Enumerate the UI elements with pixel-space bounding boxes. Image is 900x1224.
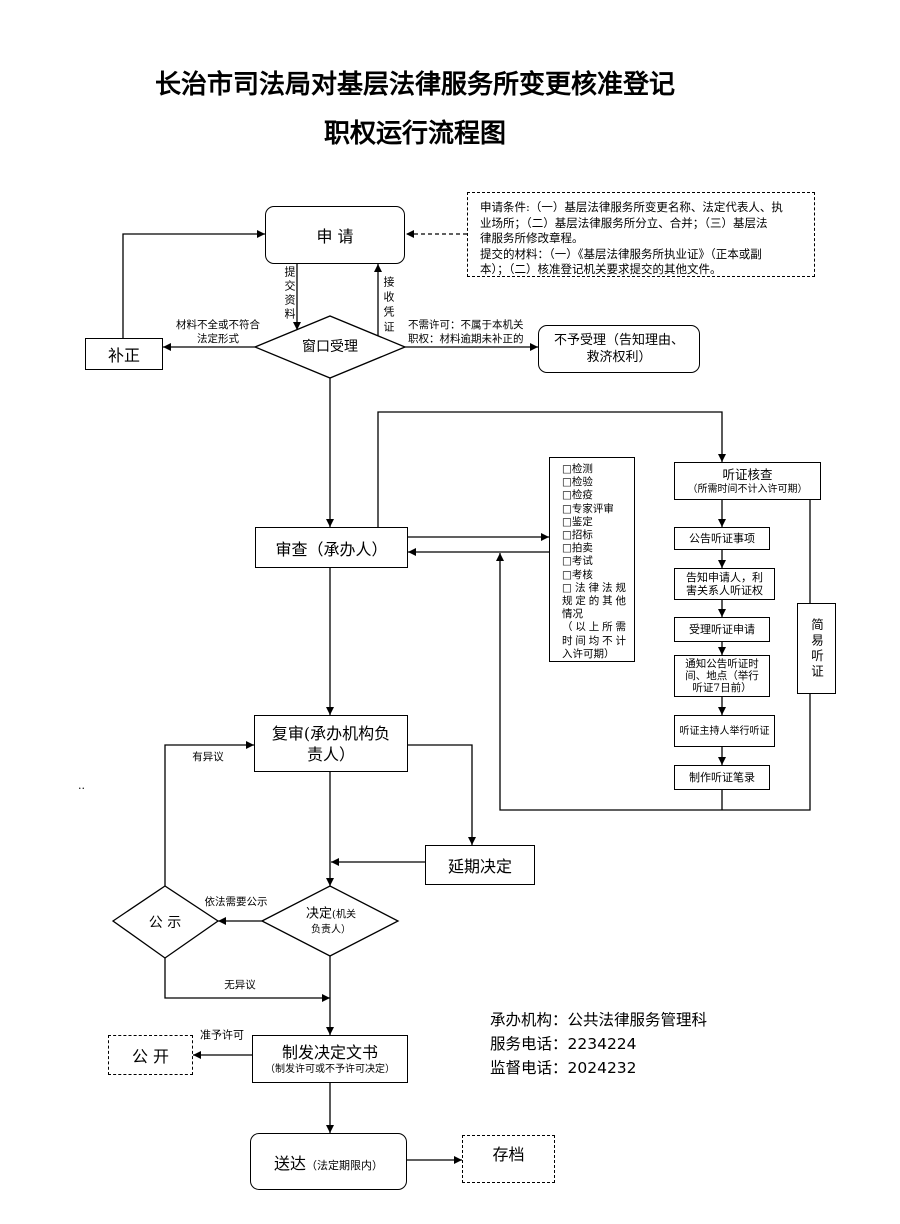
page-title: 长治市司法局对基层法律服务所变更核准登记 xyxy=(154,70,676,100)
correction-label: 补正 xyxy=(107,346,140,365)
margin-mark: .. xyxy=(78,779,85,792)
deliver-node: 送达（法定期限内） xyxy=(250,1133,407,1190)
hearing-step-label: 通知公告听证时 xyxy=(685,658,759,670)
service-phone-text: 服务电话：2234224 xyxy=(490,1035,637,1053)
not-accepted-label-line: 职权：材料逾期未补正的 xyxy=(408,333,524,345)
conditions-line: 本）；（二）核准登记机关要求提交的其他文件。 xyxy=(480,262,722,276)
grant-label: 准予许可 xyxy=(200,1028,244,1042)
receive-voucher-label: 接收凭证 xyxy=(382,276,395,336)
hearing-step-label: 受理听证申请 xyxy=(689,623,755,636)
procedure-item: □考试 xyxy=(562,555,593,568)
deliver-note: （法定期限内） xyxy=(306,1158,383,1172)
incomplete-label-line: 法定形式 xyxy=(197,332,239,345)
hearing-step-record: 制作听证笔录 xyxy=(674,765,770,790)
reject-node: 不予受理（告知理由、 救济权利） xyxy=(538,325,700,373)
issue-document-node: 制发决定文书 （制发许可或不予许可决定） xyxy=(252,1035,408,1083)
hearing-step-notify-rights: 告知申请人，利 害关系人听证权 xyxy=(674,568,775,600)
procedure-item: 入许可期） xyxy=(562,647,615,660)
window-accept-label: 窗口受理 xyxy=(302,339,358,355)
decision-diamond xyxy=(260,885,400,957)
procedure-item: □拍卖 xyxy=(562,542,593,555)
decision-main-label: 决定 xyxy=(306,906,333,922)
procedure-item: （以上所需 xyxy=(562,621,626,634)
apply-label: 申 请 xyxy=(316,227,354,246)
issue-document-note: （制发许可或不予许可决定） xyxy=(265,1063,395,1075)
procedure-item: □检验 xyxy=(562,476,593,489)
review-label: 审查（承办人） xyxy=(275,539,388,559)
procedure-item: □专家评审 xyxy=(562,502,614,515)
simple-hearing-label: 简易听证 xyxy=(809,617,824,680)
decision-note-label: (机关 xyxy=(332,909,356,921)
procedure-item: 情况 xyxy=(562,608,583,621)
not-accepted-label-line: 不需许可：不属于本机关 xyxy=(408,319,524,331)
arrow-hearing-return-to-review xyxy=(496,553,811,811)
hearing-step-label: 制作听证笔录 xyxy=(689,771,755,784)
issue-document-title: 制发决定文书 xyxy=(281,1042,378,1062)
extension-node: 延期决定 xyxy=(425,845,535,885)
hearing-step-hold: 听证主持人举行听证 xyxy=(674,715,775,747)
hearing-step-accept-request: 受理听证申请 xyxy=(674,617,770,642)
decision-label: 决定(机关 负责人） xyxy=(306,905,356,938)
simple-hearing-node: 简易听证 xyxy=(797,603,836,694)
correction-node: 补正 xyxy=(85,338,163,370)
second-review-label-line: 复审(承办机构负 xyxy=(271,723,391,743)
disclose-node: 公 开 xyxy=(108,1035,193,1075)
procedure-item: □法律法规 xyxy=(562,581,626,594)
hearing-step-label: 害关系人听证权 xyxy=(686,584,763,597)
no-objection-label: 无异议 xyxy=(224,978,256,991)
special-procedures-list: □检测 □检验 □检疫 □专家评审 □鉴定 □招标 □拍卖 □考试 □考核 □法… xyxy=(549,457,635,662)
conditions-line: 申请条件:（一）基层法律服务所变更名称、法定代表人、执 xyxy=(480,200,783,214)
procedure-item: □招标 xyxy=(562,529,593,542)
procedure-item: 时间均不计 xyxy=(562,634,626,647)
procedure-item: □鉴定 xyxy=(562,515,593,528)
reject-label-line: 不予受理（告知理由、 xyxy=(553,333,684,348)
arrow-second-review-to-extension xyxy=(408,744,476,845)
hearing-step-label: 听证主持人举行听证 xyxy=(679,725,770,737)
procedure-item: 规定的其他 xyxy=(562,595,626,608)
archive-label: 存档 xyxy=(492,1145,525,1164)
reject-label-line: 救济权利） xyxy=(586,350,652,365)
hearing-step-announce: 公告听证事项 xyxy=(674,527,770,550)
conditions-line: 律服务所修改章程。 xyxy=(480,231,584,245)
review-node: 审查（承办人） xyxy=(255,527,408,568)
hearing-step-label: 间、地点（举行 xyxy=(685,670,759,682)
publicity-required-label: 依法需要公示 xyxy=(204,895,268,908)
hearing-check-note: （所需时间不计入许可期） xyxy=(687,483,808,495)
hearing-step-label: 公告听证事项 xyxy=(689,532,755,545)
agency-text: 承办机构：公共法律服务管理科 xyxy=(490,1011,708,1029)
arrow-no-objection-to-main xyxy=(164,958,330,1002)
hearing-check-title: 听证核查 xyxy=(722,466,773,482)
procedure-item: □检测 xyxy=(562,463,593,475)
arrow-review-to-hearing xyxy=(377,411,726,527)
hearing-step-label: 告知申请人，利 xyxy=(686,571,763,584)
extension-label: 延期决定 xyxy=(447,857,512,876)
second-review-node: 复审(承办机构负 责人） xyxy=(254,715,408,772)
publicity-label: 公 示 xyxy=(148,915,182,931)
conditions-note: 申请条件:（一）基层法律服务所变更名称、法定代表人、执 业场所；（二）基层法律服… xyxy=(467,192,815,277)
hearing-step-label: 听证7日前） xyxy=(692,682,752,694)
incomplete-label-line: 材料不全或不符合 xyxy=(176,318,260,331)
decision-line2-label: 负责人） xyxy=(310,924,351,936)
archive-node: 存档 xyxy=(462,1135,555,1183)
second-review-label-line: 责人） xyxy=(306,744,355,764)
disclose-label: 公 开 xyxy=(131,1047,170,1066)
conditions-line: 业场所；（二）基层法律服务所分立、合并；（三）基层法 xyxy=(480,215,768,230)
procedure-item: □考核 xyxy=(562,568,593,581)
arrow-correction-to-apply xyxy=(122,230,265,338)
arrow-objection-to-second-review xyxy=(164,741,254,886)
apply-node: 申 请 xyxy=(265,206,405,264)
conditions-line: 提交的材料：（一）《基层法律服务所执业证》（正本或副 xyxy=(480,246,762,261)
deliver-title: 送达 xyxy=(273,1153,306,1173)
hearing-step-notice-time: 通知公告听证时 间、地点（举行 听证7日前） xyxy=(674,655,770,697)
supervision-phone-text: 监督电话：2024232 xyxy=(490,1059,637,1077)
procedure-item: □检疫 xyxy=(562,489,593,502)
submit-materials-label: 提交资料 xyxy=(283,266,296,322)
hearing-check-node: 听证核查 （所需时间不计入许可期） xyxy=(674,462,821,500)
objection-label: 有异议 xyxy=(192,750,224,763)
page-subtitle: 职权运行流程图 xyxy=(323,119,507,149)
